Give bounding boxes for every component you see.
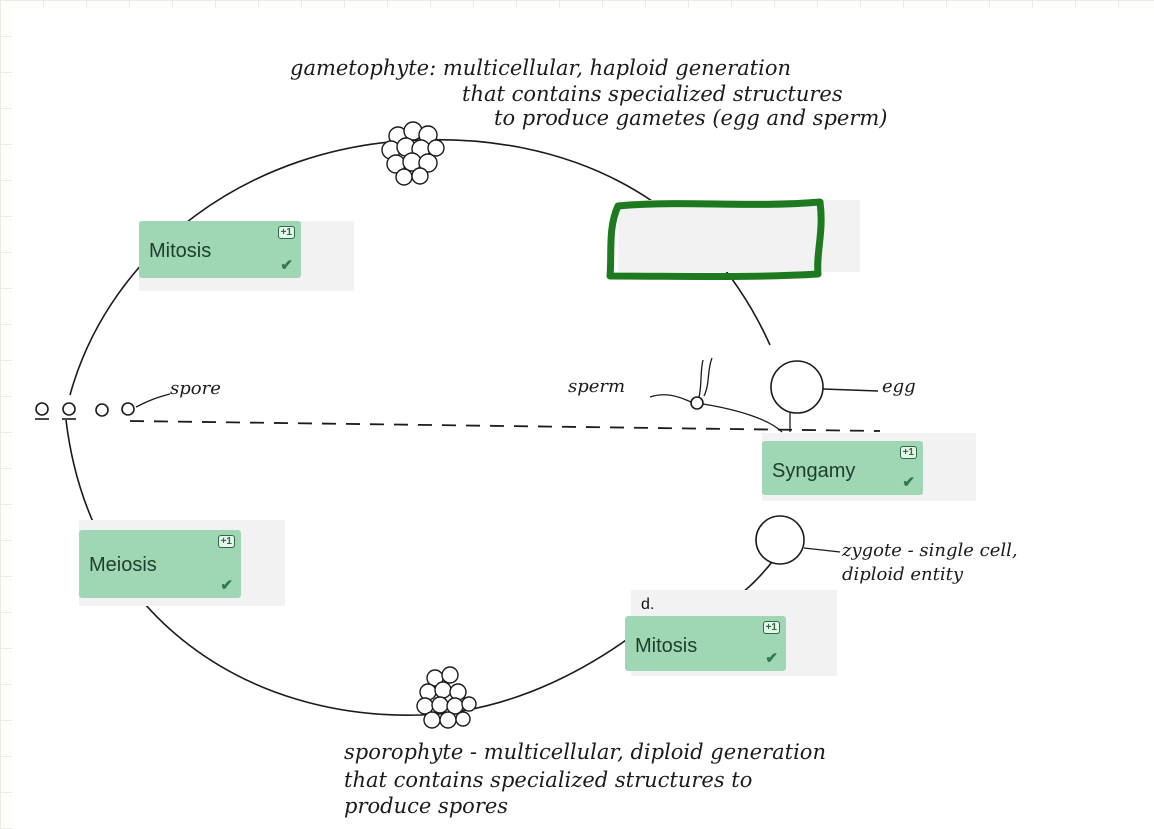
gametophyte-annotation-line3: to produce gametes (egg and sperm) [494,106,888,130]
gametophyte-annotation-line2: that contains specialized structures [462,82,843,106]
haploid-diploid-divider [129,420,881,432]
zygote-pointer [803,547,841,553]
zygote-label-line2: diploid entity [842,564,964,585]
drop-box-term: Meiosis [89,554,157,576]
green-highlight-box [606,198,825,280]
check-icon: ✔ [765,650,778,667]
sporophyte-annotation-line1: sporophyte - multicellular, diploid gene… [344,740,826,764]
zygote-cell [755,515,805,565]
drop-box-syngamy[interactable]: Syngamy +1 ✔ [762,441,923,495]
check-icon: ✔ [280,257,293,274]
drop-box-term: Mitosis [635,635,698,657]
sporophyte-cell-cluster [416,666,477,729]
check-icon: ✔ [902,474,915,491]
egg-cell [770,360,824,414]
sporophyte-annotation-line2: that contains specialized structures to [344,768,753,792]
egg-label: egg [882,376,916,397]
points-badge: +1 [277,226,295,239]
sperm-label: sperm [568,376,626,397]
zygote-label-line1: zygote - single cell, [842,540,1018,561]
gametophyte-annotation-line1: gametophyte: multicellular, haploid gene… [290,56,791,80]
sperm-flagella [698,357,713,398]
drop-box-meiosis[interactable]: Meiosis +1 ✔ [79,530,241,598]
spore-label: spore [170,378,221,399]
spore-pointer [135,393,171,408]
points-badge: +1 [762,621,780,634]
gametophyte-cell-cluster [381,121,445,186]
item-letter-d: d. [641,596,655,613]
drop-box-mitosis-bottom[interactable]: Mitosis +1 ✔ [625,616,786,671]
points-badge: +1 [217,535,235,548]
sperm-pointer [649,394,692,403]
check-icon: ✔ [220,577,233,594]
drop-box-term: Syngamy [772,460,856,482]
sperm-to-egg-arrow [702,403,783,433]
drop-box-mitosis-top[interactable]: Mitosis +1 ✔ [139,221,301,278]
diagram-paper [12,8,1154,829]
spore-cells [35,402,135,420]
sperm-cell [690,396,704,410]
drop-box-term: Mitosis [149,240,212,262]
sporophyte-annotation-line3: produce spores [344,794,509,818]
egg-pointer [822,388,879,392]
points-badge: +1 [899,446,917,459]
